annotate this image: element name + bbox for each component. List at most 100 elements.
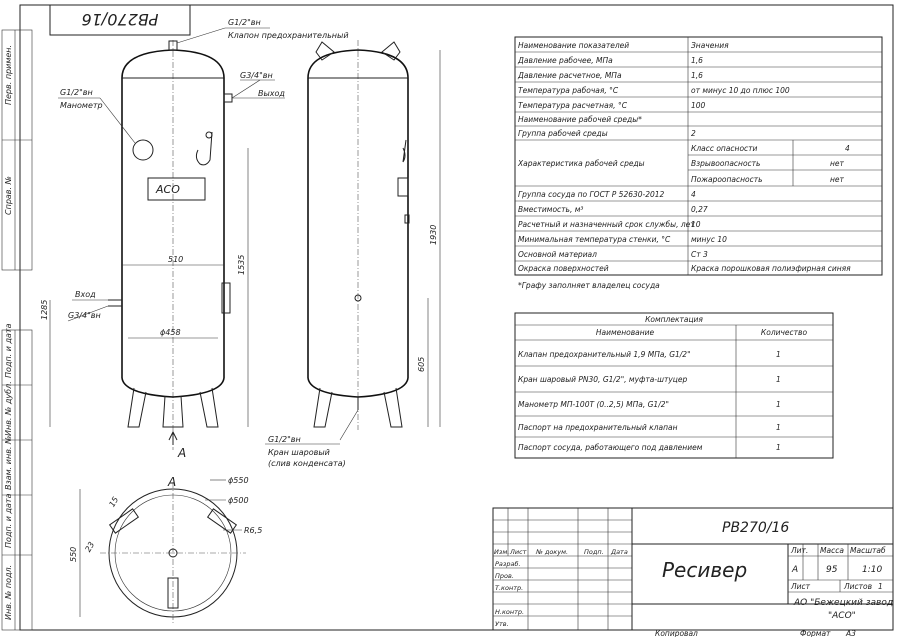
inlet-thread-label: G3/4"вн (68, 311, 101, 320)
title-block: РВ270/16 Ресивер Лит. Масса Масштаб А 95… (492, 507, 894, 631)
front-view: АСО G1/2"вн Клапон предохранительный G3/… (40, 18, 349, 460)
dim-d550: ϕ550 (228, 476, 249, 485)
title-scale: 1:10 (862, 565, 882, 575)
margin-label-1: Справ. № (4, 176, 13, 215)
spec-env-sub-0-value: 4 (845, 144, 850, 153)
dim-h550: 550 (69, 547, 78, 562)
title-sheets: 1 (878, 582, 883, 591)
spec-env-sub-2-name: Пожароопасность (691, 175, 763, 184)
kit-row-0-name: Клапан предохранительный 1,9 МПа, G1/2" (518, 350, 691, 359)
spec-row2-5-name: Окраска поверхностей (518, 264, 609, 273)
margin-label-4: Взам. инв. № (4, 436, 13, 490)
spec-table: Наименование показателей Значения Давлен… (514, 36, 883, 290)
spec-row2-2-value: 10 (691, 220, 701, 229)
valve-thread-label: G1/2"вн (228, 18, 261, 27)
outlet-label: Выход (258, 89, 285, 98)
company-line-2: "АСО" (828, 611, 856, 621)
title-scale-label: Масштаб (850, 546, 886, 555)
spec-row2-2-name: Расчетный и назначенный срок службы, лет (518, 220, 695, 229)
title-mass-label: Масса (820, 546, 844, 555)
drain-note: (слив конденсата) (268, 459, 346, 468)
title-sheets-label: Листов (843, 582, 872, 591)
kit-row-1-name: Кран шаровый PN30, G1/2", муфта-штуцер (518, 375, 687, 384)
dim-1285: 1285 (40, 300, 49, 320)
spec-row-1-value: 1,6 (691, 56, 703, 65)
dim-23: 23 (83, 540, 96, 553)
spec-row2-0-name: Группа сосуда по ГОСТ Р 52630-2012 (518, 190, 665, 199)
title-sheet-label: Лист (790, 582, 811, 591)
spec-row-4-value: 100 (691, 101, 706, 110)
dim-d500: ϕ500 (228, 496, 249, 505)
kit-row-2-qty: 1 (776, 400, 781, 409)
spec-row-2-name: Давление расчетное, МПа (517, 71, 622, 80)
spec-row-6-name: Группа рабочей среды (518, 129, 608, 138)
dim-605: 605 (417, 357, 426, 372)
code-stamp-box: РВ270/16 (49, 4, 191, 36)
dim-1930: 1930 (429, 225, 438, 245)
logo-plate (147, 177, 206, 201)
bottom-view: А ϕ550 ϕ500 R6,5 15 23 550 (69, 475, 262, 625)
drain-thread-label: G1/2"вн (268, 435, 301, 444)
spec-row-6-value: 2 (691, 129, 696, 138)
title-mass: 95 (826, 565, 838, 575)
logo-text: АСО (155, 183, 180, 196)
view-a-title: А (167, 475, 176, 489)
spec-row-0-value: Значения (691, 41, 729, 50)
view-arrow-a: А (177, 446, 186, 460)
drawing-frame (19, 4, 894, 631)
copied-label: Копировал (655, 629, 698, 637)
kit-row-4-name: Паспорт сосуда, работающего под давление… (518, 443, 703, 452)
margin-label-0: Перв. примен. (4, 45, 13, 105)
spec-row-4-name: Температура расчетная, °С (518, 101, 628, 110)
spec-row2-5-value: Краска порошковая полиэфирная синяя (691, 264, 851, 273)
margin-label-5: Подп. и дата (4, 493, 13, 548)
col-date: Дата (610, 548, 628, 556)
format-label: Формат (800, 629, 831, 637)
col-doc: № докум. (535, 548, 568, 556)
role-4: Н.контр. (495, 608, 524, 616)
dim-r65: R6,5 (244, 526, 262, 535)
spec-row2-1-name: Вместимость, м³ (518, 205, 583, 214)
spec-row-1-name: Давление рабочее, МПа (517, 56, 613, 65)
kit-row-0-qty: 1 (776, 350, 781, 359)
spec-row2-4-name: Основной материал (518, 250, 597, 259)
kit-row-2-name: Манометр МП-100Т (0..2,5) МПа, G1/2" (518, 400, 669, 409)
kit-row-3-name: Паспорт на предохранительный клапан (518, 423, 678, 432)
kit-header-qty: Количество (761, 328, 808, 337)
safety-valve (195, 131, 213, 166)
spec-env-sub-0-name: Класс опасности (691, 144, 758, 153)
kit-row-1-qty: 1 (776, 375, 781, 384)
inlet-label: Вход (75, 290, 96, 299)
margin-label-6: Инв. № подл. (4, 565, 13, 620)
dim-15: 15 (107, 495, 120, 508)
spec-row2-3-name: Минимальная температура стенки, °С (518, 235, 671, 244)
kit-table: Комплектация Наименование Количество Кла… (514, 312, 834, 459)
title-code: РВ270/16 (722, 520, 789, 536)
spec-row2-4-value: Ст 3 (691, 250, 708, 259)
spec-row-5-name: Наименование рабочей среды* (518, 115, 642, 124)
spec-env-sub-1-name: Взрывоопасность (691, 159, 760, 168)
dim-1535: 1535 (237, 255, 246, 275)
col-sign: Подп. (584, 548, 604, 556)
spec-row-0-name: Наименование показателей (518, 41, 629, 50)
role-2: Т.контр. (495, 584, 523, 592)
role-0: Разраб. (495, 560, 521, 568)
spec-row2-1-value: 0,27 (691, 205, 708, 214)
valve-label: Клапон предохранительный (228, 31, 349, 40)
title-lit: А (791, 565, 798, 575)
col-list: Лист (509, 548, 527, 556)
margin-label-3: Инв. № дубл. (4, 381, 13, 436)
manometer-port (132, 139, 154, 161)
col-izm: Изм. (494, 548, 509, 556)
title-lit-label: Лит. (790, 546, 808, 555)
title-name: Ресивер (662, 558, 747, 582)
spec-row-3-value: от минус 10 до плюс 100 (691, 86, 790, 95)
drain-label: Кран шаровый (268, 448, 330, 457)
margin-label-2: Подп. и дата (4, 323, 13, 378)
dim-458: ϕ458 (160, 328, 181, 337)
manometer-label: Манометр (60, 101, 103, 110)
spec-row-3-name: Температура рабочая, °С (518, 86, 619, 95)
format-value: А3 (845, 629, 856, 637)
role-5: Утв. (495, 620, 509, 628)
